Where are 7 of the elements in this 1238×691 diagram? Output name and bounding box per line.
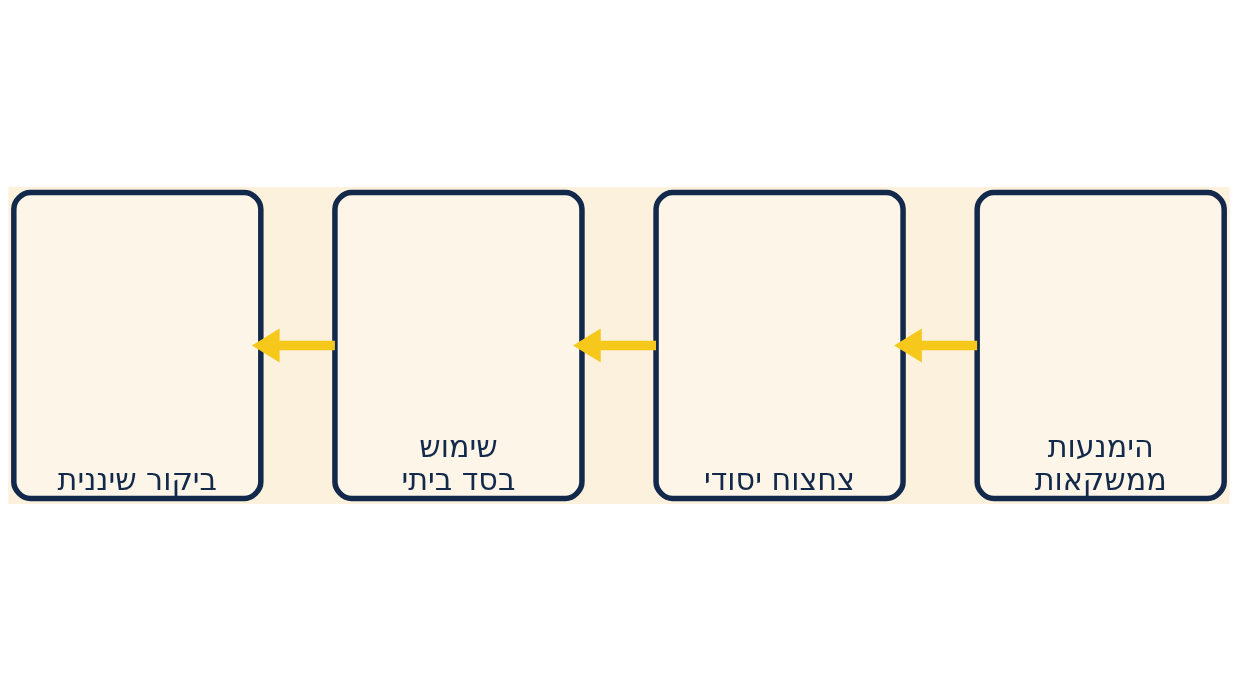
arrow [894,328,978,363]
arrow [573,328,656,363]
node-box: הימנעות ממשקאות [974,189,1227,502]
node-box: שימוש בסד ביתי [332,189,585,502]
node-box: ביקור שיננית [11,189,264,502]
arrow [251,328,335,363]
node-box: צחצוח יסודי [653,189,906,502]
